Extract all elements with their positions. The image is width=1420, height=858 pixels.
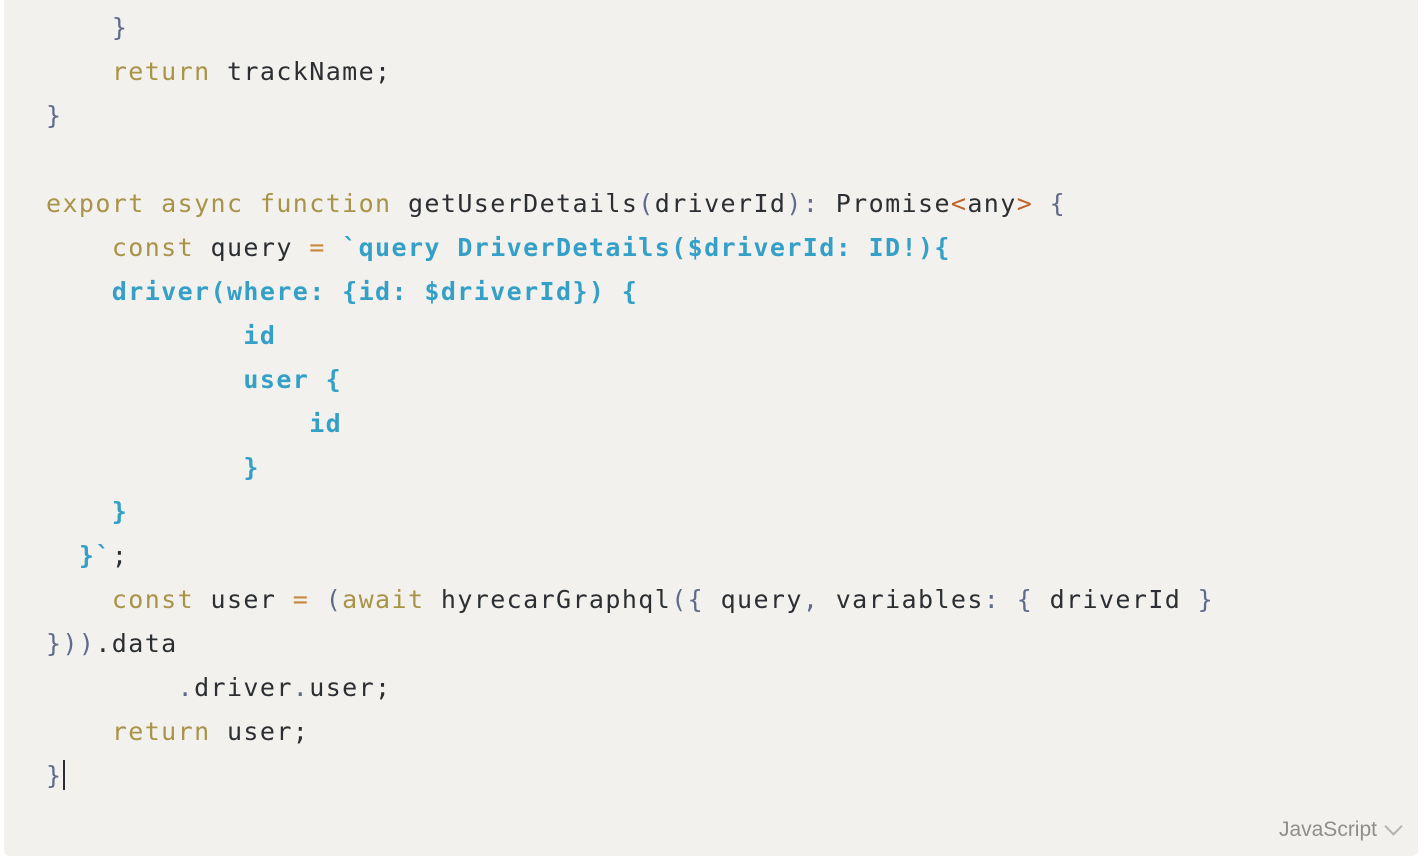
code-token: } — [1181, 585, 1215, 614]
code-token: ( — [309, 585, 343, 614]
code-token: : { — [983, 585, 1050, 614]
code-token: id — [46, 409, 343, 438]
code-line: })).data — [46, 622, 1214, 666]
code-token: .data — [95, 629, 178, 658]
code-token: . — [292, 673, 310, 702]
code-token — [46, 673, 178, 702]
code-token: . — [177, 673, 195, 702]
chevron-down-icon — [1384, 817, 1403, 836]
code-line: } — [46, 94, 1214, 138]
code-line: return trackName; — [46, 50, 1214, 94]
code-token: driver(where: {id: $driverId}) { — [46, 277, 639, 306]
code-token: , — [802, 585, 836, 614]
code-line: const user = (await hyrecarGraphql({ que… — [46, 578, 1214, 622]
code-token: trackName; — [210, 57, 392, 86]
code-token: ({ — [671, 585, 721, 614]
code-token: } — [46, 101, 63, 130]
code-editor[interactable]: } return trackName;} export async functio… — [46, 6, 1214, 798]
code-token: driverId — [1049, 585, 1182, 614]
code-token: ( — [638, 189, 655, 218]
code-token — [46, 233, 112, 262]
language-label: JavaScript — [1278, 818, 1377, 841]
language-selector[interactable]: JavaScript — [1278, 817, 1403, 842]
code-token: } — [46, 761, 63, 790]
code-token: export — [46, 189, 145, 218]
code-token: hyrecarGraphql — [424, 585, 672, 614]
code-token: query — [720, 585, 803, 614]
code-line: user { — [46, 358, 1214, 402]
code-line: export async function getUserDetails(dri… — [46, 182, 1214, 226]
code-token: function — [259, 189, 392, 218]
code-token: = — [309, 233, 326, 262]
code-token: return — [111, 717, 211, 746]
code-line: }`; — [46, 534, 1214, 578]
code-line — [46, 138, 1214, 182]
code-line: driver(where: {id: $driverId}) { — [46, 270, 1214, 314]
code-line: id — [46, 402, 1214, 446]
code-line: } — [46, 6, 1214, 50]
code-token — [46, 57, 112, 86]
code-token: { — [1033, 189, 1067, 218]
code-token: any — [967, 189, 1017, 218]
code-token: ; — [111, 541, 129, 570]
code-token: })) — [46, 629, 96, 658]
code-token: } — [46, 453, 260, 482]
code-block[interactable]: } return trackName;} export async functio… — [4, 0, 1418, 856]
code-token: await — [342, 585, 425, 614]
code-token — [145, 189, 161, 218]
code-token: const — [111, 233, 195, 262]
code-token: user { — [46, 365, 343, 394]
text-cursor — [63, 760, 66, 790]
code-token: user; — [210, 717, 310, 746]
code-line: return user; — [46, 710, 1214, 754]
code-token: `query DriverDetails($driverId: ID!){ — [325, 233, 951, 262]
code-token: getUserDetails — [391, 189, 639, 218]
code-token: Promise — [835, 189, 951, 218]
code-token: query — [194, 233, 310, 262]
code-token: id — [46, 321, 277, 350]
code-token: variables — [835, 585, 984, 614]
code-token: user; — [309, 673, 392, 702]
code-token: > — [1016, 189, 1034, 218]
code-token: user — [194, 585, 293, 614]
code-token: } — [111, 13, 129, 42]
code-token: ): — [786, 189, 836, 218]
code-line: const query = `query DriverDetails($driv… — [46, 226, 1214, 270]
code-token — [243, 189, 259, 218]
code-line: } — [46, 446, 1214, 490]
code-token: driver — [194, 673, 293, 702]
code-token — [46, 585, 112, 614]
code-line: } — [46, 490, 1214, 534]
code-token: return — [111, 57, 211, 86]
code-line: id — [46, 314, 1214, 358]
code-token — [46, 13, 112, 42]
code-token: async — [161, 189, 244, 218]
code-token: driverId — [654, 189, 787, 218]
code-token: const — [111, 585, 195, 614]
code-token: } — [46, 497, 129, 526]
code-token: }` — [46, 541, 112, 570]
code-token: < — [950, 189, 968, 218]
code-line: } — [46, 754, 1214, 798]
code-token: = — [292, 585, 310, 614]
code-line: .driver.user; — [46, 666, 1214, 710]
code-token — [46, 717, 112, 746]
